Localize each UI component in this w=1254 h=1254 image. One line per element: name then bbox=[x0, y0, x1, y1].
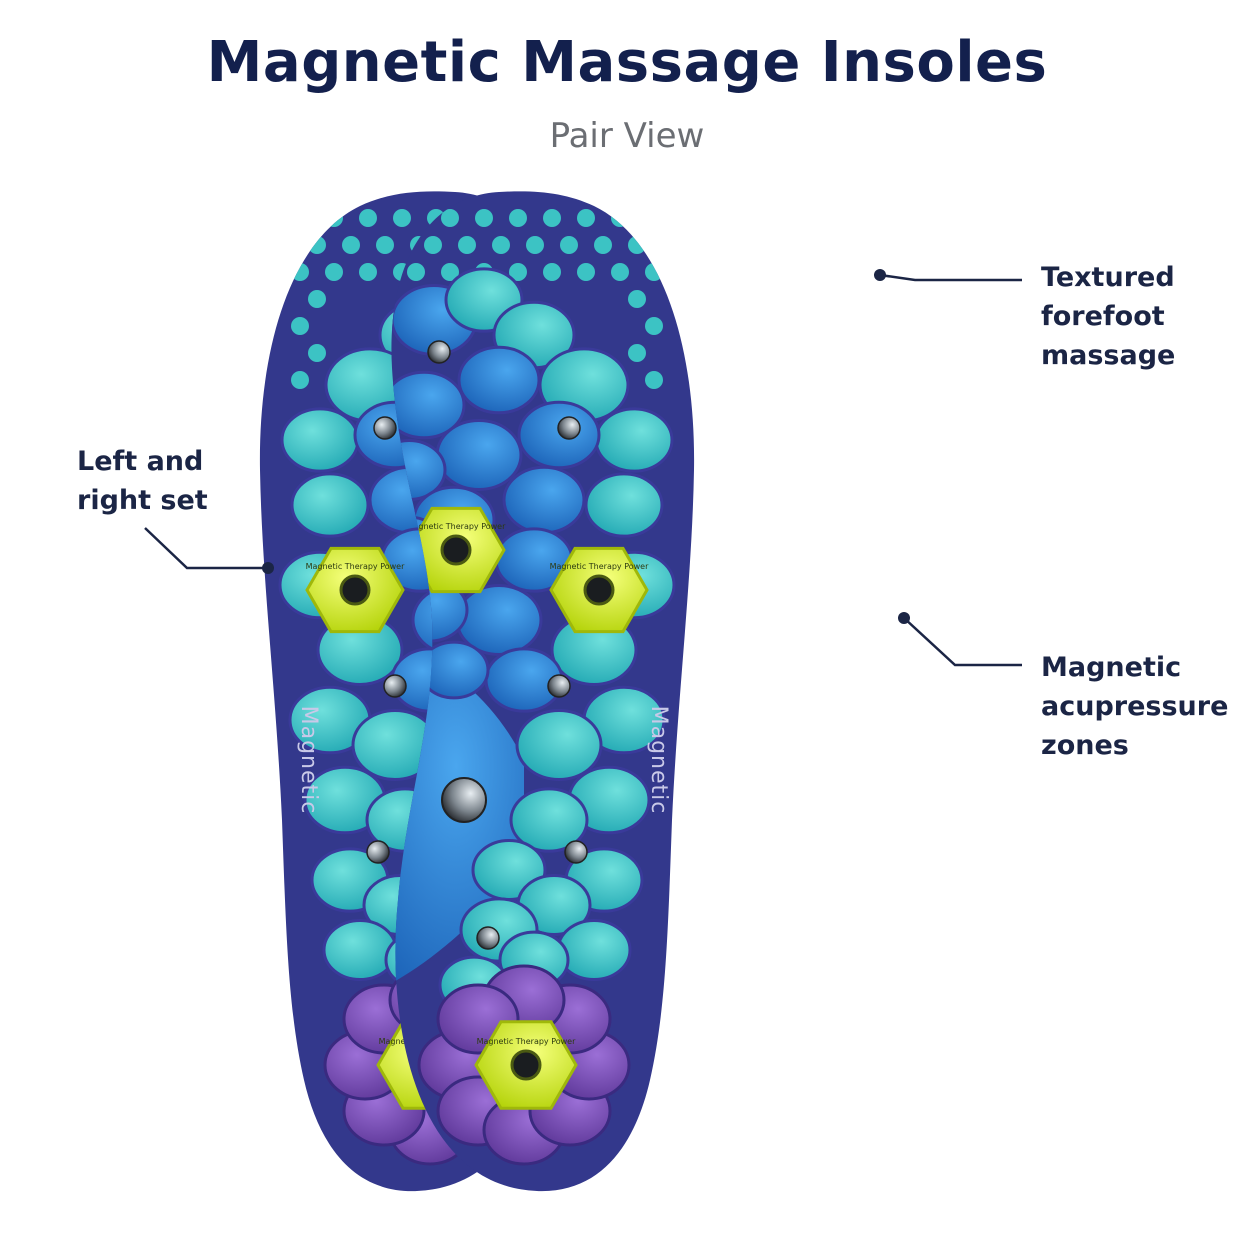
magnet-stud-icon bbox=[383, 674, 407, 698]
massage-dot bbox=[645, 209, 663, 227]
massage-dot bbox=[645, 263, 663, 281]
callout-leader-lines bbox=[144, 269, 1022, 667]
hex-magnet: Magnetic Therapy Power bbox=[305, 546, 406, 634]
magnet-stud-icon bbox=[373, 416, 397, 440]
massage-dot bbox=[628, 344, 646, 362]
arch-magnet-icon bbox=[441, 777, 487, 823]
hex-magnet: Magnetic Therapy Power bbox=[474, 1020, 578, 1110]
massage-pod bbox=[435, 419, 523, 491]
leader-line-zones bbox=[903, 617, 1022, 667]
massage-pod bbox=[280, 407, 360, 473]
massage-pod bbox=[556, 918, 632, 982]
massage-dot bbox=[645, 371, 663, 389]
massage-dot bbox=[441, 263, 459, 281]
leader-line-forefoot bbox=[879, 273, 1022, 282]
massage-pod bbox=[515, 709, 603, 781]
massage-pod bbox=[322, 918, 398, 982]
magnet-stud-icon bbox=[366, 840, 390, 864]
brand-print: Magnetic bbox=[646, 706, 671, 815]
massage-dot bbox=[509, 209, 527, 227]
massage-dot bbox=[611, 263, 629, 281]
magnet-stud-icon bbox=[427, 340, 451, 364]
massage-pod bbox=[391, 370, 466, 440]
massage-dot bbox=[526, 236, 544, 254]
massage-pod bbox=[457, 345, 541, 415]
massage-dot bbox=[291, 317, 309, 335]
callout-textured-forefoot: Textured forefoot massage bbox=[1041, 262, 1176, 371]
massage-dot bbox=[458, 236, 476, 254]
leader-line-left bbox=[144, 527, 268, 570]
brand-print: Magnetic bbox=[296, 706, 321, 815]
massage-dot bbox=[291, 371, 309, 389]
massage-dot bbox=[577, 263, 595, 281]
massage-pod bbox=[517, 400, 601, 470]
massage-pod bbox=[584, 472, 664, 538]
magnet-core-icon bbox=[583, 574, 615, 606]
callout-left-right-set: Left and right set bbox=[77, 446, 208, 516]
magnet-ring-text: Magnetic Therapy Power bbox=[550, 562, 650, 571]
magnet-core-icon bbox=[440, 534, 472, 566]
massage-dot bbox=[475, 209, 493, 227]
massage-dot bbox=[645, 317, 663, 335]
massage-dot bbox=[308, 290, 326, 308]
magnet-stud-icon bbox=[564, 840, 588, 864]
massage-dot bbox=[543, 209, 561, 227]
massage-pod bbox=[509, 787, 589, 853]
massage-dot bbox=[393, 209, 411, 227]
magnet-stud-icon bbox=[547, 674, 571, 698]
magnet-ring-text: Magnetic Therapy Power bbox=[407, 522, 507, 531]
magnet-stud-icon bbox=[476, 926, 500, 950]
massage-dot bbox=[628, 290, 646, 308]
massage-dot bbox=[543, 263, 561, 281]
magnet-core-icon bbox=[339, 574, 371, 606]
massage-dot bbox=[359, 209, 377, 227]
massage-pod bbox=[290, 472, 370, 538]
magnet-ring-text: Magnetic Therapy Power bbox=[306, 562, 406, 571]
massage-dot bbox=[325, 263, 343, 281]
massage-dot bbox=[611, 209, 629, 227]
massage-dot bbox=[560, 236, 578, 254]
page-title: Magnetic Massage Insoles bbox=[206, 30, 1048, 95]
massage-dot bbox=[407, 263, 425, 281]
massage-dot bbox=[424, 236, 442, 254]
hex-magnet: Magnetic Therapy Power bbox=[406, 506, 507, 594]
magnet-ring-text: Magnetic Therapy Power bbox=[477, 1037, 577, 1046]
massage-dot bbox=[509, 263, 527, 281]
massage-dot bbox=[342, 236, 360, 254]
massage-pod bbox=[502, 465, 586, 535]
massage-dot bbox=[577, 209, 595, 227]
massage-dot bbox=[441, 209, 459, 227]
massage-dot bbox=[308, 344, 326, 362]
massage-dot bbox=[492, 236, 510, 254]
hex-magnet: Magnetic Therapy Power bbox=[549, 546, 650, 634]
massage-dot bbox=[376, 236, 394, 254]
massage-pod bbox=[594, 407, 674, 473]
leader-dot-left bbox=[262, 562, 274, 574]
page-subtitle: Pair View bbox=[549, 116, 705, 156]
massage-dot bbox=[291, 263, 309, 281]
metal-studs bbox=[427, 340, 588, 950]
massage-dot bbox=[594, 236, 612, 254]
massage-dot bbox=[291, 209, 309, 227]
callout-magnetic-zones: Magnetic acupressure zones bbox=[1041, 652, 1229, 761]
magnet-core-icon bbox=[510, 1049, 542, 1081]
massage-dot bbox=[325, 209, 343, 227]
massage-dot bbox=[308, 236, 326, 254]
massage-dot bbox=[359, 263, 377, 281]
massage-dot bbox=[628, 236, 646, 254]
magnet-stud-icon bbox=[557, 416, 581, 440]
leader-dot-forefoot bbox=[874, 269, 886, 281]
leader-dot-zones bbox=[898, 612, 910, 624]
